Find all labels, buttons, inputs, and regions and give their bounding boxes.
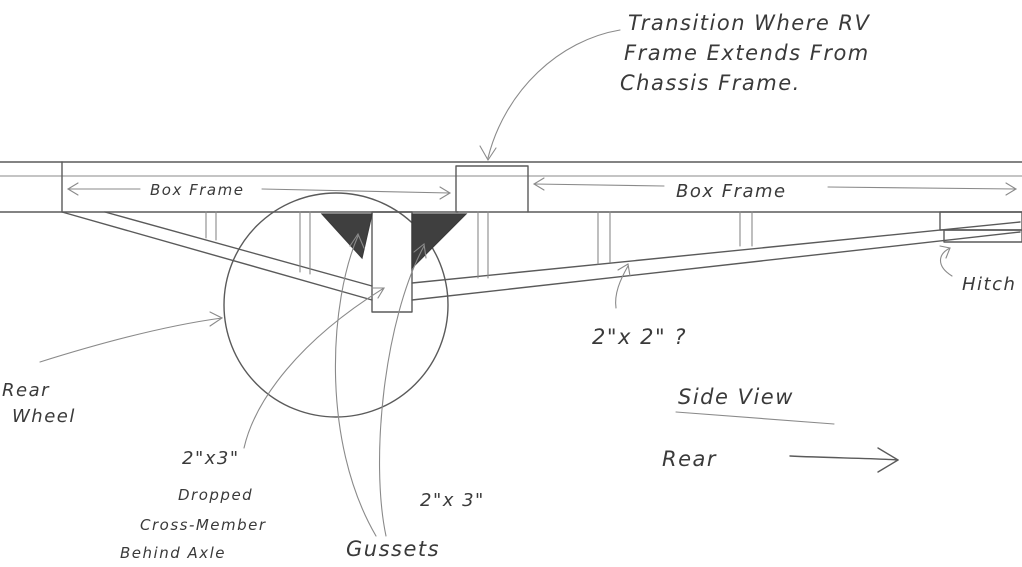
- dropped-label-line2: Cross-Member: [140, 516, 267, 534]
- gussets-label: Gussets: [346, 537, 440, 561]
- dropped-label-line3: Behind Axle: [120, 544, 226, 562]
- two-by-three-label-b: 2"x 3": [420, 490, 485, 511]
- box-frame-right-dimension: [532, 177, 1018, 196]
- transition-label-line3: Chassis Frame.: [620, 71, 801, 95]
- dropped-label-line1: Dropped: [178, 486, 253, 504]
- rear-label: Rear: [662, 447, 717, 471]
- box-frame-left-label: Box Frame: [150, 181, 244, 199]
- rear-wheel-label-line1: Rear: [2, 380, 50, 401]
- two-by-two-label: 2"x 2" ?: [592, 325, 687, 349]
- gusset-left: [320, 213, 373, 260]
- rear-direction-arrow: [789, 447, 899, 473]
- box-frame-left-dimension: [66, 182, 452, 200]
- annotation-arrows: [39, 29, 953, 537]
- hitch-label: Hitch: [962, 274, 1016, 295]
- hitch-block: [939, 211, 1022, 243]
- rear-wheel-label-line2: Wheel: [12, 406, 76, 427]
- lower-bracing: [61, 211, 1021, 301]
- side-view-underline: [675, 411, 835, 425]
- transition-block: [455, 165, 529, 213]
- rear-wheel-circle: [223, 192, 449, 418]
- transition-label-line1: Transition Where RV: [628, 11, 871, 35]
- box-frame-right-label: Box Frame: [676, 181, 787, 202]
- side-view-label: Side View: [678, 385, 794, 409]
- two-by-three-label-a: 2"x3": [182, 448, 240, 469]
- transition-label-line2: Frame Extends From: [624, 41, 870, 65]
- vertical-struts: [205, 211, 753, 279]
